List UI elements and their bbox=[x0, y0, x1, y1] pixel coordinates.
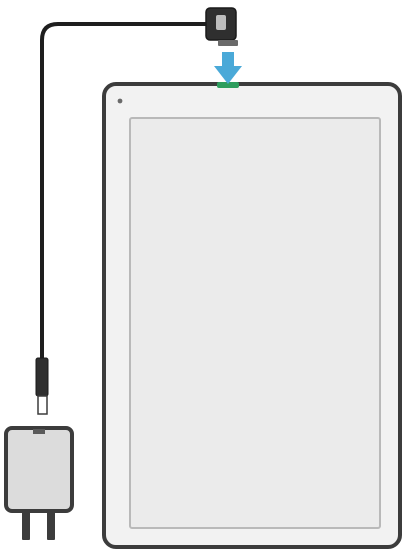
charging-port bbox=[217, 82, 239, 88]
usb-plug-end bbox=[35, 357, 49, 415]
plug-adapter-icon bbox=[4, 426, 74, 540]
charger-body bbox=[4, 426, 74, 513]
tablet-screen bbox=[129, 117, 381, 529]
usb-cable bbox=[40, 22, 208, 362]
usb-connector-icon bbox=[205, 7, 238, 46]
charger-prong-right bbox=[47, 511, 55, 540]
down-arrow-icon bbox=[214, 52, 242, 84]
charger-usb-port bbox=[33, 429, 45, 434]
charger-prong-left bbox=[22, 511, 30, 540]
tablet-icon bbox=[102, 82, 402, 549]
front-camera bbox=[117, 98, 123, 104]
